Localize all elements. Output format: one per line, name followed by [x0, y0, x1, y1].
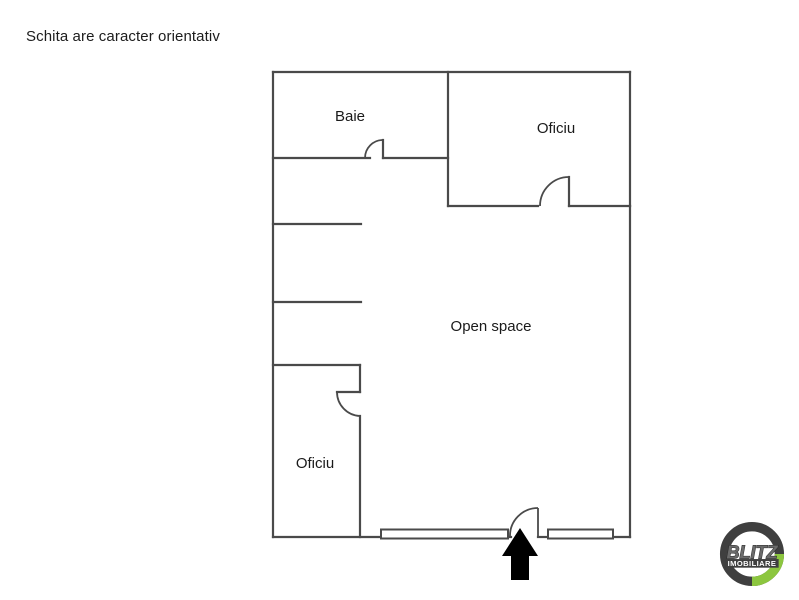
- windows: [380, 528, 614, 540]
- logo-tagline-bar: [725, 559, 779, 568]
- logo-tagline-text: IMOBILIARE: [728, 559, 777, 568]
- room-label-oficiu-top: Oficiu: [537, 120, 575, 137]
- blitz-imobiliare-logo: BLITZ IMOBILIARE: [719, 521, 785, 587]
- page-title: Schita are caracter orientativ: [26, 28, 220, 45]
- window-left: [380, 528, 509, 540]
- logo-brand-text: BLITZ: [727, 542, 779, 562]
- entrance-arrow-icon: [502, 528, 538, 580]
- room-label-open-space: Open space: [451, 318, 532, 335]
- room-label-baie: Baie: [335, 108, 365, 125]
- door-arcs: [336, 139, 570, 538]
- outer-walls: [271, 70, 632, 539]
- interior-walls: [271, 70, 632, 539]
- door-arc-baie: [364, 139, 384, 159]
- door-arc-oficiu-top: [539, 176, 570, 207]
- room-label-oficiu-bottom: Oficiu: [296, 455, 334, 472]
- window-right: [547, 528, 614, 540]
- door-arc-entrance: [509, 507, 539, 538]
- logo-ring-accent: [751, 553, 785, 587]
- door-arc-oficiu-bottom: [336, 391, 361, 417]
